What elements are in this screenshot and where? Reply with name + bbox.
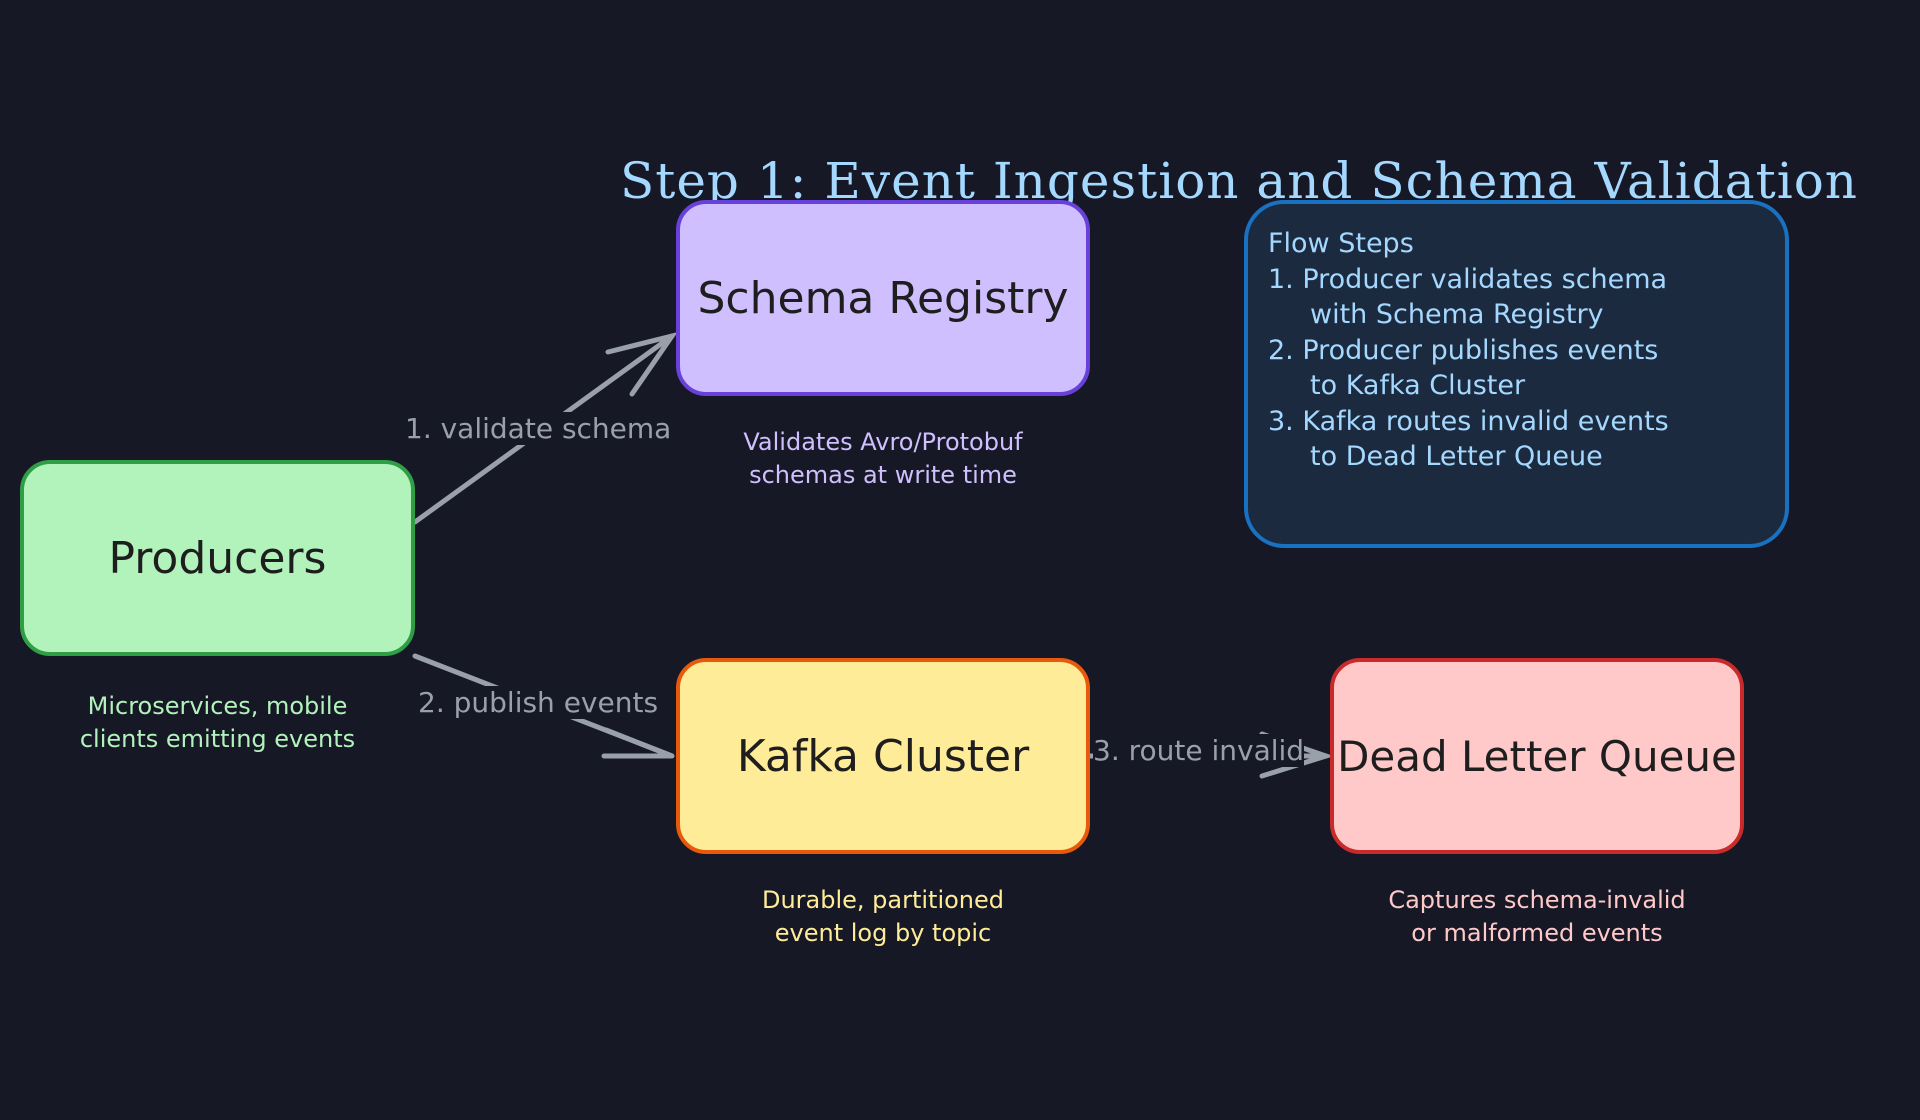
producers-node[interactable]: Producers bbox=[20, 460, 415, 656]
edge-label-route: 3. route invalid bbox=[1093, 734, 1305, 767]
kafka-cluster-label: Kafka Cluster bbox=[736, 730, 1030, 782]
producers-description-line: clients emitting events bbox=[79, 725, 356, 753]
dead-letter-queue-node[interactable]: Dead Letter Queue bbox=[1330, 658, 1744, 854]
flow-step-line: to Kafka Cluster bbox=[1310, 370, 1526, 401]
flow-step-line: 2. Producer publishes events bbox=[1268, 334, 1659, 366]
producers-label: Producers bbox=[108, 532, 327, 584]
flow-step-line: 3. Kafka routes invalid events bbox=[1268, 405, 1669, 437]
edge-label-publish: 2. publish events bbox=[418, 686, 659, 719]
schema-registry-node[interactable]: Schema Registry bbox=[676, 200, 1090, 396]
producers-description: Microservices, mobile clients emitting e… bbox=[20, 690, 415, 756]
dead-letter-queue-description-line: Captures schema-invalid bbox=[1388, 886, 1686, 914]
kafka-cluster-description: Durable, partitioned event log by topic bbox=[676, 884, 1090, 950]
dead-letter-queue-description-line: or malformed events bbox=[1411, 919, 1663, 947]
kafka-cluster-description-line: event log by topic bbox=[774, 919, 992, 947]
flow-steps-heading: Flow Steps bbox=[1268, 228, 1414, 259]
producers-description-line: Microservices, mobile bbox=[87, 692, 348, 720]
dead-letter-queue-description: Captures schema-invalid or malformed eve… bbox=[1330, 884, 1744, 950]
kafka-cluster-description-line: Durable, partitioned bbox=[761, 886, 1005, 914]
flow-steps-panel: Flow Steps 1. Producer validates schema … bbox=[1244, 200, 1789, 548]
edge-label-validate: 1. validate schema bbox=[405, 412, 672, 445]
dead-letter-queue-label: Dead Letter Queue bbox=[1337, 731, 1737, 781]
arrow-publish-head bbox=[601, 727, 673, 759]
schema-registry-label: Schema Registry bbox=[697, 272, 1069, 324]
schema-registry-description-line: schemas at write time bbox=[749, 461, 1017, 489]
flow-step-line: 1. Producer validates schema bbox=[1268, 263, 1668, 295]
schema-registry-description: Validates Avro/Protobuf schemas at write… bbox=[676, 426, 1090, 492]
flow-step-line: with Schema Registry bbox=[1310, 299, 1604, 330]
kafka-cluster-node[interactable]: Kafka Cluster bbox=[676, 658, 1090, 854]
arrow-validate-head bbox=[605, 331, 678, 397]
flow-step-line: to Dead Letter Queue bbox=[1310, 441, 1603, 472]
schema-registry-description-line: Validates Avro/Protobuf bbox=[743, 428, 1023, 456]
